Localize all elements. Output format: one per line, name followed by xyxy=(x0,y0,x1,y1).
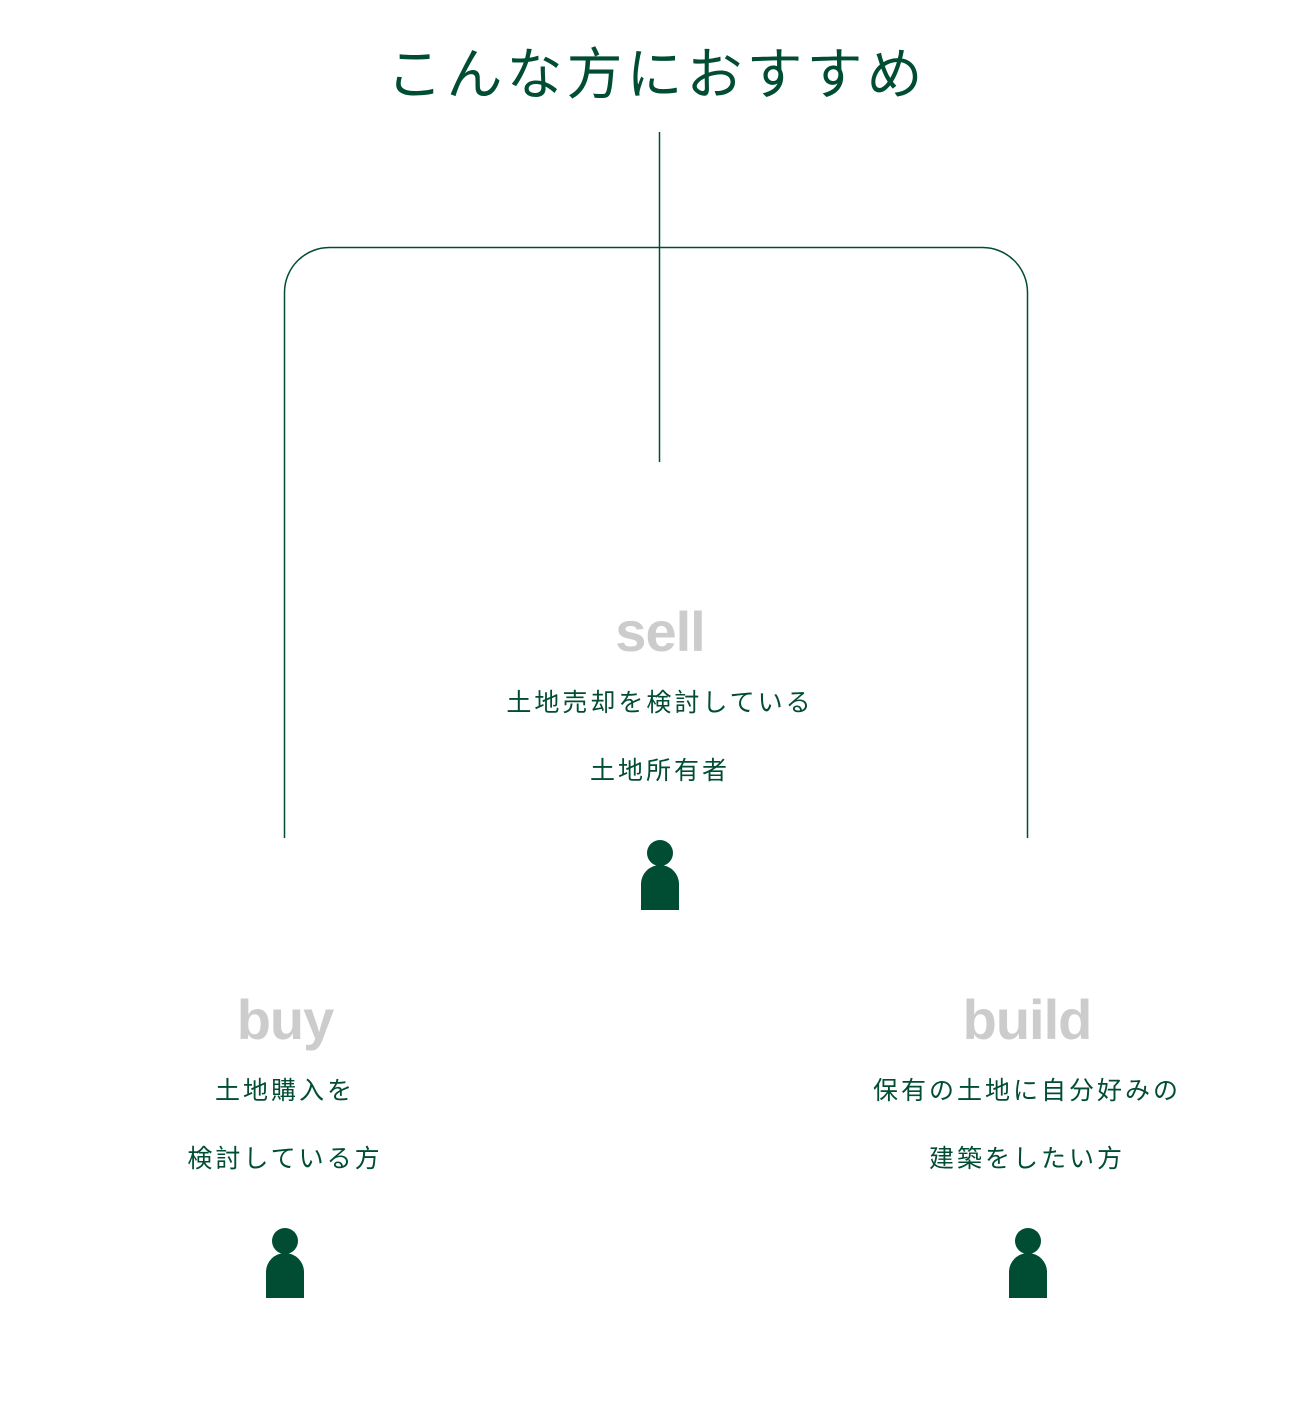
person-icon xyxy=(1009,1228,1047,1298)
item-desc-line: 土地購入を xyxy=(214,1076,355,1105)
item-desc-line: 土地売却を検討している xyxy=(506,688,814,717)
item-desc-line: 検討している方 xyxy=(187,1144,383,1173)
item-buy: buy 土地購入を 検討している方 xyxy=(75,990,495,1176)
item-desc-line: 土地所有者 xyxy=(589,756,730,785)
item-build: build 保有の土地に自分好みの 建築をしたい方 xyxy=(817,990,1237,1176)
bracket-line xyxy=(283,246,1029,838)
item-desc-line: 建築をしたい方 xyxy=(928,1144,1125,1173)
person-icon xyxy=(641,840,679,910)
item-sell: sell 土地売却を検討している 土地所有者 xyxy=(450,602,870,788)
item-desc-line: 保有の土地に自分好みの xyxy=(872,1076,1181,1105)
item-label: build xyxy=(962,988,1093,1051)
item-label: buy xyxy=(236,988,335,1051)
person-icon xyxy=(266,1228,304,1298)
item-label: sell xyxy=(615,600,705,663)
section-title: こんな方におすすめ xyxy=(386,43,927,108)
